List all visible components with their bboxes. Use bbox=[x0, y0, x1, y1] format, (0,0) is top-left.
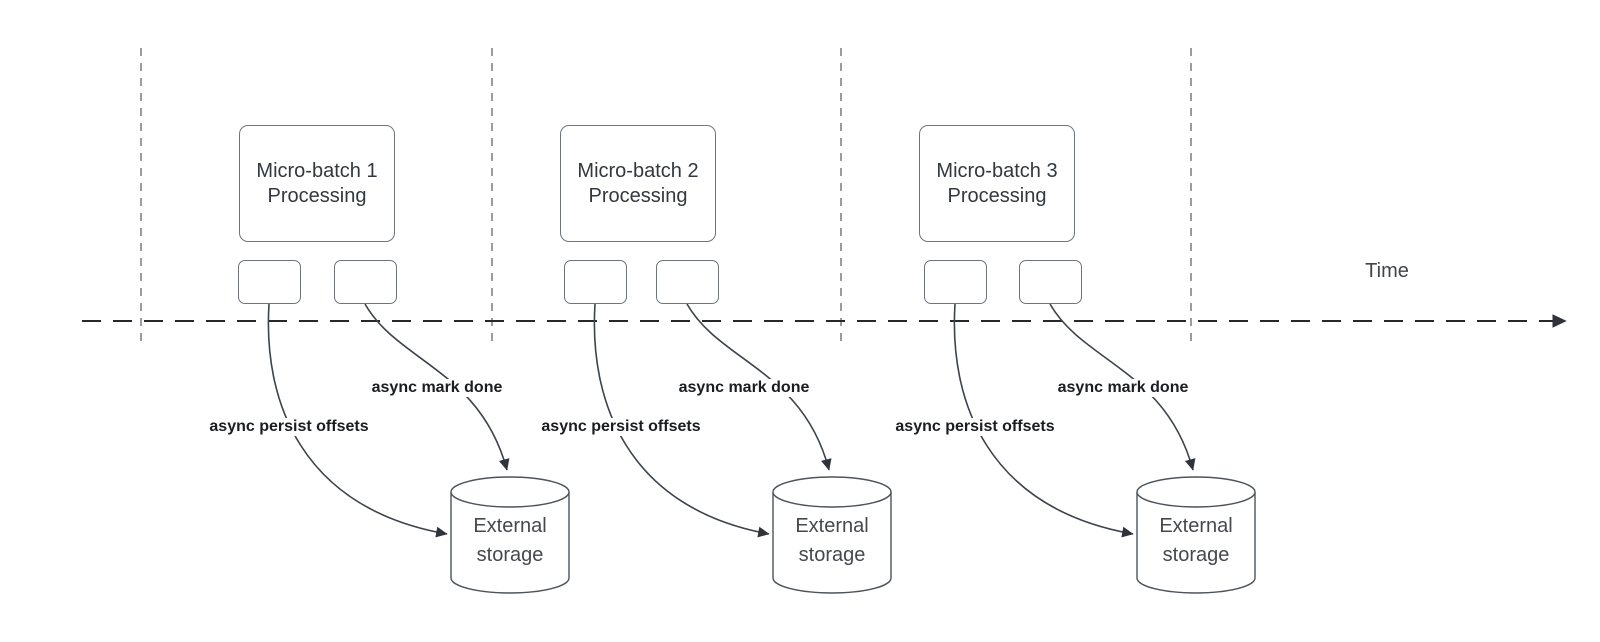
persist-offsets-label: async persist offsets bbox=[206, 418, 372, 436]
offset-task-box bbox=[238, 260, 301, 304]
external-storage-label: External storage bbox=[1159, 515, 1233, 566]
external-storage-label: External storage bbox=[795, 515, 869, 566]
async-persist-offsets-arrow bbox=[953, 303, 1134, 538]
async-mark-done-arrow bbox=[686, 303, 832, 471]
mark-done-label: async mark done bbox=[1054, 379, 1192, 397]
async-persist-offsets-arrow bbox=[267, 303, 448, 538]
persist-offsets-label: async persist offsets bbox=[538, 418, 704, 436]
mark-done-task-box bbox=[334, 260, 397, 304]
mark-done-label: async mark done bbox=[675, 379, 813, 397]
mark-done-task-box bbox=[1019, 260, 1082, 304]
mark-done-task-box bbox=[656, 260, 719, 304]
micro-batch-processing-box: Micro-batch 1 Processing bbox=[239, 125, 395, 242]
async-persist-offsets-arrow bbox=[593, 303, 770, 538]
external-storage-label: External storage bbox=[473, 515, 547, 566]
micro-batch-processing-label: Micro-batch 3 Processing bbox=[936, 159, 1058, 207]
offset-task-box bbox=[564, 260, 627, 304]
async-mark-done-arrow bbox=[364, 303, 510, 471]
async-mark-done-arrow bbox=[1049, 303, 1196, 471]
storage-cylinder-shape bbox=[1136, 476, 1256, 594]
micro-batch-processing-label: Micro-batch 1 Processing bbox=[256, 159, 378, 207]
time-label: Time bbox=[1365, 260, 1409, 282]
persist-offsets-label: async persist offsets bbox=[892, 418, 1058, 436]
storage-cylinder-shape bbox=[772, 476, 892, 594]
micro-batch-processing-label: Micro-batch 2 Processing bbox=[577, 159, 699, 207]
mark-done-label: async mark done bbox=[368, 379, 506, 397]
storage-cylinder-shape bbox=[450, 476, 570, 594]
offset-task-box bbox=[924, 260, 987, 304]
micro-batch-processing-box: Micro-batch 2 Processing bbox=[560, 125, 716, 242]
micro-batch-processing-box: Micro-batch 3 Processing bbox=[919, 125, 1075, 242]
